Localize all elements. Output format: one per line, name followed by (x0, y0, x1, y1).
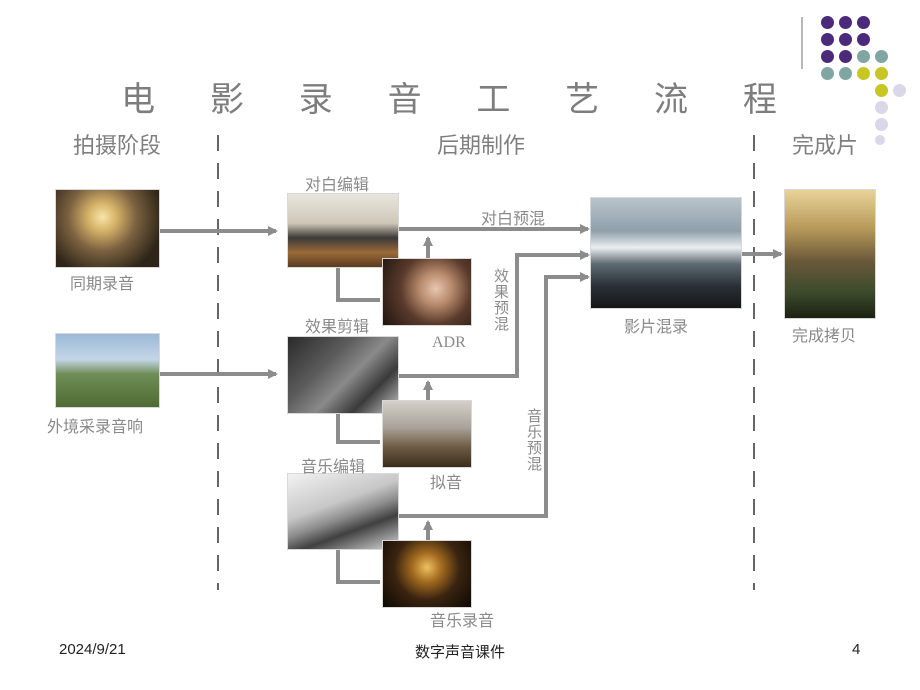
location-sound-photo (55, 333, 160, 408)
adr-photo (382, 258, 472, 326)
effects-premix-label: 效果预混 (492, 268, 510, 332)
dot (839, 50, 852, 63)
stage-shooting-label: 拍摄阶段 (73, 134, 162, 159)
dot (821, 50, 834, 63)
dot (857, 50, 870, 63)
dot (821, 67, 834, 80)
dot (875, 118, 888, 131)
sync-recording-photo (55, 189, 160, 268)
dot (875, 84, 888, 97)
dot (857, 67, 870, 80)
dialogue-edit-photo (287, 193, 399, 268)
footer-course-name: 数字声音课件 (414, 644, 505, 661)
effects-edit-caption: 效果剪辑 (305, 317, 370, 336)
corner-divider-line (801, 17, 803, 69)
arrow-adr-loop (336, 266, 380, 302)
final-copy-poster (784, 189, 876, 319)
film-mix-caption: 影片混录 (624, 317, 689, 336)
film-mix-photo (590, 197, 742, 309)
adr-caption: ADR (432, 334, 466, 351)
dot (875, 101, 888, 114)
dot (839, 16, 852, 29)
arrow-foley-loop (336, 412, 380, 444)
dialogue-edit-caption: 对白编辑 (305, 175, 370, 194)
music-premix-label: 音乐预混 (525, 408, 543, 472)
music-edit-photo (287, 473, 399, 550)
location-sound-caption: 外境采录音响 (47, 417, 144, 436)
dot (857, 16, 870, 29)
footer-date: 2024/9/21 (59, 641, 126, 658)
dot (821, 16, 834, 29)
music-recording-caption: 音乐录音 (430, 611, 495, 630)
effects-edit-photo (287, 336, 399, 414)
dot (875, 67, 888, 80)
arrow-music-loop (336, 548, 380, 584)
stage-post-label: 后期制作 (437, 134, 526, 159)
sync-recording-caption: 同期录音 (70, 274, 135, 293)
dot (839, 33, 852, 46)
foley-photo (382, 400, 472, 468)
arrow-music-premix (398, 272, 590, 518)
dot (875, 135, 885, 145)
page-title: 电 影 录 音 工 艺 流 程 (121, 80, 799, 120)
foley-caption: 拟音 (430, 473, 463, 492)
footer-page-number: 4 (852, 641, 861, 658)
dot (875, 50, 888, 63)
dot (821, 33, 834, 46)
dot (893, 84, 906, 97)
music-recording-photo (382, 540, 472, 608)
stage-final-label: 完成片 (792, 134, 859, 159)
final-copy-caption: 完成拷贝 (792, 326, 857, 345)
arrow-effects-premix (398, 250, 590, 378)
dot (839, 67, 852, 80)
music-edit-caption: 音乐编辑 (301, 457, 366, 476)
dot (857, 33, 870, 46)
dialogue-premix-label: 对白预混 (481, 209, 546, 228)
